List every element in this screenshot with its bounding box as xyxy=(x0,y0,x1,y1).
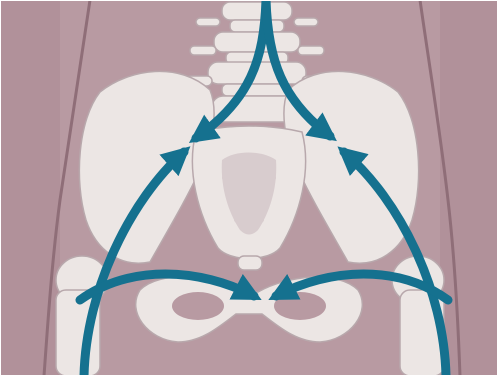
obturator-left xyxy=(172,292,224,320)
coccyx xyxy=(238,256,262,270)
background-shade-right xyxy=(440,0,498,376)
background-shade-left xyxy=(0,0,60,376)
